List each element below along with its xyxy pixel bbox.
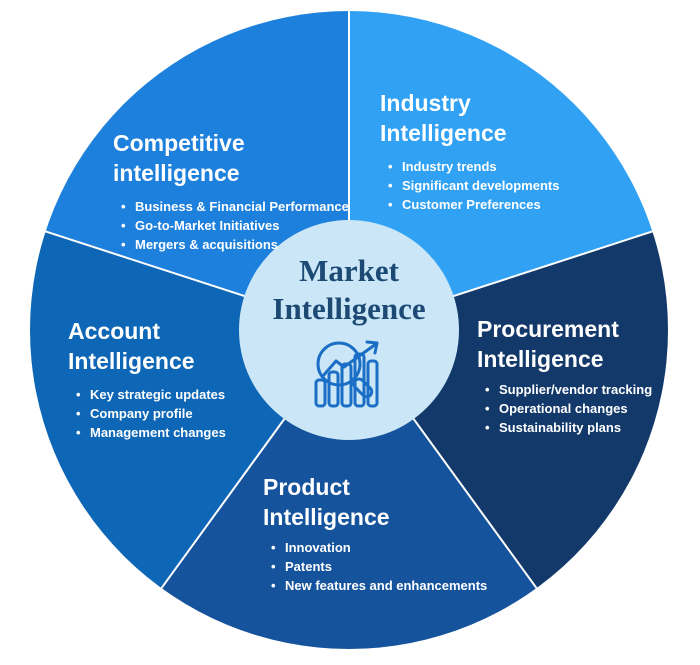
center-title: Market Intelligence — [272, 252, 425, 328]
bullet-item: Mergers & acquisitions — [121, 235, 349, 254]
bullet-item: Operational changes — [485, 399, 677, 418]
center-title-line1: Market — [299, 252, 399, 288]
bullet-item: Industry trends — [388, 157, 559, 176]
segment-bullet-list: Business & Financial Performance Go-to-M… — [113, 197, 349, 254]
segment-title: Competitive intelligence — [113, 130, 245, 186]
segment-competitive-intelligence: Competitive intelligence Business & Fina… — [113, 128, 349, 254]
center-title-line2: Intelligence — [272, 290, 426, 326]
bullet-item: Innovation — [271, 538, 487, 557]
bullet-item: Business & Financial Performance — [121, 197, 349, 216]
bullet-item: New features and enhancements — [271, 576, 487, 595]
segment-bullet-list: Innovation Patents New features and enha… — [263, 538, 487, 595]
segment-title: Product Intelligence — [263, 474, 390, 530]
bullet-item: Supplier/vendor tracking — [485, 380, 677, 399]
segment-title: Procurement Intelligence — [477, 316, 619, 372]
magnifier-bar-chart-growth-icon — [306, 334, 392, 415]
segment-divider — [348, 11, 350, 330]
segment-procurement-intelligence: Procurement Intelligence Supplier/vendor… — [477, 314, 677, 437]
bullet-item: Significant developments — [388, 176, 559, 195]
segment-bullet-list: Key strategic updates Company profile Ma… — [68, 385, 258, 442]
segment-industry-intelligence: Industry Intelligence Industry trends Si… — [380, 88, 559, 214]
bullet-item: Company profile — [76, 404, 258, 423]
bullet-item: Go-to-Market Initiatives — [121, 216, 349, 235]
bullet-item: Patents — [271, 557, 487, 576]
segment-bullet-list: Supplier/vendor tracking Operational cha… — [477, 380, 677, 437]
segment-title: Industry Intelligence — [380, 90, 507, 146]
segment-product-intelligence: Product Intelligence Innovation Patents … — [263, 472, 487, 595]
segment-bullet-list: Industry trends Significant developments… — [380, 157, 559, 214]
bullet-item: Sustainability plans — [485, 418, 677, 437]
segment-account-intelligence: Account Intelligence Key strategic updat… — [68, 316, 258, 442]
segment-title: Account Intelligence — [68, 318, 195, 374]
bullet-item: Management changes — [76, 423, 258, 442]
bullet-item: Customer Preferences — [388, 195, 559, 214]
center-circle: Market Intelligence — [239, 220, 459, 440]
bullet-item: Key strategic updates — [76, 385, 258, 404]
